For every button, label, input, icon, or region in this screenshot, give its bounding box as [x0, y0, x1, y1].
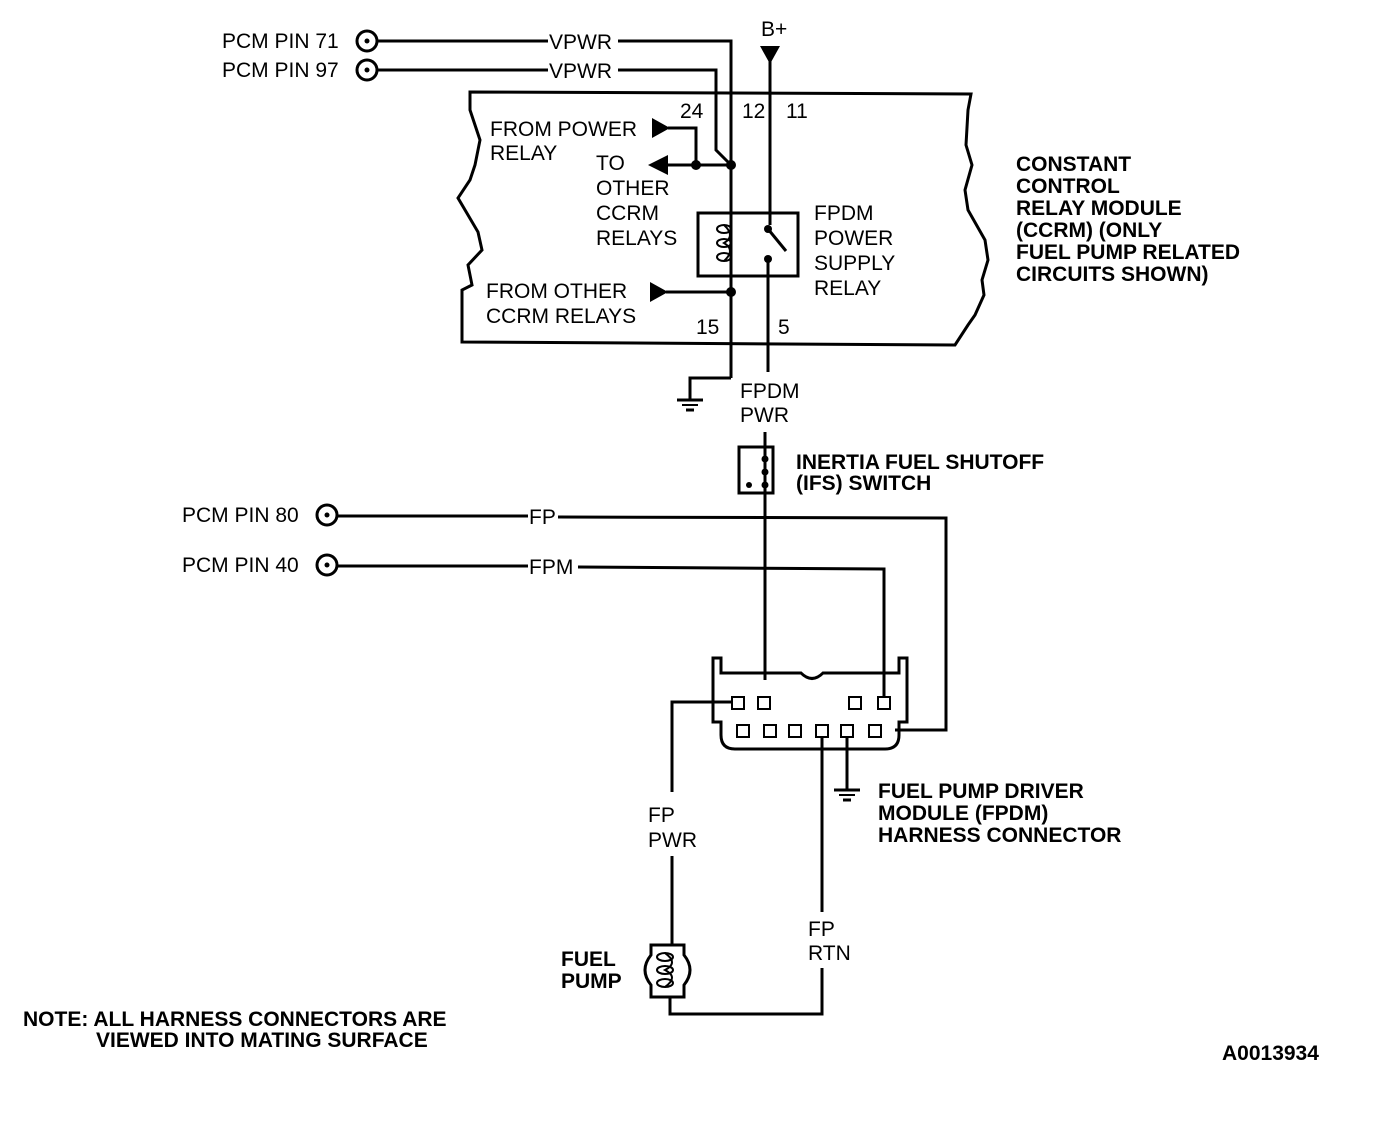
connector-pin — [877, 696, 891, 710]
inertia-fuel-shutoff-switch: INERTIA FUEL SHUTOFF (IFS) SWITCH — [737, 445, 1044, 495]
pcm-pin-80-label: PCM PIN 80 — [182, 504, 299, 527]
pin-number-12: 12 — [742, 100, 765, 123]
svg-text:(CCRM) (ONLY: (CCRM) (ONLY — [1016, 219, 1162, 242]
battery-positive: B+ — [760, 18, 787, 225]
svg-text:RELAY: RELAY — [814, 277, 881, 300]
pcm-pin-71: PCM PIN 71 VPWR — [222, 29, 733, 165]
pcm-pin-71-label: PCM PIN 71 — [222, 30, 339, 53]
svg-text:CONTROL: CONTROL — [1016, 175, 1120, 198]
wire — [670, 700, 732, 792]
pcm-pin-97-label: PCM PIN 97 — [222, 59, 339, 82]
wire — [688, 376, 731, 400]
svg-text:FPDM: FPDM — [814, 202, 874, 225]
ifs-switch-box — [737, 445, 775, 495]
svg-text:OTHER: OTHER — [596, 177, 670, 200]
connector-pin — [815, 724, 829, 738]
battery-arrow-icon — [760, 46, 780, 64]
circuit-label-fp: FP — [529, 506, 556, 529]
wire — [618, 68, 733, 167]
svg-text:RELAYS: RELAYS — [596, 227, 677, 250]
relay-switch-icon — [764, 225, 788, 263]
output-arrow-icon — [648, 155, 668, 175]
wire — [618, 39, 733, 165]
fpdm-pwr-label: PWR — [740, 404, 789, 427]
ground-pin-15 — [677, 376, 731, 412]
svg-text:INERTIA FUEL SHUTOFF: INERTIA FUEL SHUTOFF — [796, 451, 1044, 474]
circuit-label-vpwr: VPWR — [549, 60, 612, 83]
ground-icon — [677, 398, 703, 412]
svg-text:SUPPLY: SUPPLY — [814, 252, 895, 275]
svg-text:POWER: POWER — [814, 227, 893, 250]
relay-coil-icon — [716, 224, 732, 262]
svg-text:VIEWED INTO MATING SURFACE: VIEWED INTO MATING SURFACE — [96, 1029, 428, 1052]
connector-pin — [848, 696, 862, 710]
connector-body — [711, 656, 909, 751]
connector-pin — [763, 724, 777, 738]
svg-text:RELAY MODULE: RELAY MODULE — [1016, 197, 1182, 220]
wire — [668, 126, 698, 165]
svg-text:FUEL PUMP DRIVER: FUEL PUMP DRIVER — [878, 780, 1084, 803]
to-other-ccrm-relays: TO OTHER CCRM RELAYS — [596, 152, 736, 250]
relay-box — [696, 211, 800, 278]
pin-number-15: 15 — [696, 316, 719, 339]
fpdm-power-supply-relay: FPDM POWER SUPPLY RELAY — [696, 202, 895, 300]
ccrm-module-outline — [456, 90, 990, 347]
junction-dot — [691, 160, 701, 170]
figure-id: A0013934 — [1222, 1042, 1319, 1065]
wire — [577, 565, 886, 696]
svg-text:FUEL PUMP RELATED: FUEL PUMP RELATED — [1016, 241, 1240, 264]
svg-text:CIRCUITS SHOWN): CIRCUITS SHOWN) — [1016, 263, 1209, 286]
svg-text:TO: TO — [596, 152, 625, 175]
svg-text:(IFS) SWITCH: (IFS) SWITCH — [796, 472, 931, 495]
svg-text:CCRM: CCRM — [596, 202, 659, 225]
wire — [557, 515, 948, 732]
svg-text:FROM POWER: FROM POWER — [490, 118, 637, 141]
svg-text:PUMP: PUMP — [561, 970, 622, 993]
wire — [668, 968, 824, 1016]
connector-pin — [840, 724, 854, 738]
from-power-relay: FROM POWER RELAY — [490, 118, 698, 165]
pcm-pin-40: PCM PIN 40 FPM — [182, 553, 886, 696]
fp-pwr-label: PWR — [648, 829, 697, 852]
fp-rtn-label: FP — [808, 918, 835, 941]
connector-pin — [757, 696, 771, 710]
svg-text:FUEL: FUEL — [561, 948, 616, 971]
pin-number-11: 11 — [786, 100, 808, 123]
pcm-pin-40-label: PCM PIN 40 — [182, 554, 299, 577]
circuit-label-vpwr: VPWR — [549, 31, 612, 54]
from-other-ccrm-relays: FROM OTHER CCRM RELAYS — [486, 280, 736, 328]
ground-icon — [834, 788, 860, 802]
fpdm-harness-connector: FUEL PUMP DRIVER MODULE (FPDM) HARNESS C… — [711, 656, 1121, 847]
connector-pin — [731, 696, 745, 710]
svg-text:HARNESS CONNECTOR: HARNESS CONNECTOR — [878, 824, 1121, 847]
svg-text:FROM OTHER: FROM OTHER — [486, 280, 627, 303]
svg-text:CONSTANT: CONSTANT — [1016, 153, 1131, 176]
fuel-pump: FUEL PUMP — [561, 943, 692, 999]
input-arrow-icon — [652, 118, 670, 138]
svg-text:RELAY: RELAY — [490, 142, 557, 165]
fp-pwr-label: FP — [648, 804, 675, 827]
fpdm-pwr-label: FPDM — [740, 380, 800, 403]
junction-dot — [726, 287, 736, 297]
note: NOTE: ALL HARNESS CONNECTORS ARE VIEWED … — [23, 1008, 447, 1052]
input-arrow-icon — [650, 282, 668, 302]
pin-number-24: 24 — [680, 100, 704, 123]
ground-fpdm — [834, 737, 860, 802]
svg-text:CCRM RELAYS: CCRM RELAYS — [486, 305, 636, 328]
fp-rtn-label: RTN — [808, 942, 851, 965]
pcm-pin-97: PCM PIN 97 VPWR — [222, 58, 733, 167]
fuel-pump-motor-icon — [643, 943, 692, 999]
connector-pin — [788, 724, 802, 738]
pcm-pin-80: PCM PIN 80 FP — [182, 503, 948, 732]
svg-text:MODULE (FPDM): MODULE (FPDM) — [878, 802, 1048, 825]
svg-text:NOTE: ALL HARNESS CONNECTORS A: NOTE: ALL HARNESS CONNECTORS ARE — [23, 1008, 447, 1031]
battery-label: B+ — [761, 18, 787, 41]
connector-pin — [868, 724, 882, 738]
ccrm-title: CONSTANT CONTROL RELAY MODULE (CCRM) (ON… — [1016, 153, 1240, 286]
circuit-label-fpm: FPM — [529, 556, 573, 579]
connector-pin — [736, 724, 750, 738]
pin-number-5: 5 — [778, 316, 790, 339]
